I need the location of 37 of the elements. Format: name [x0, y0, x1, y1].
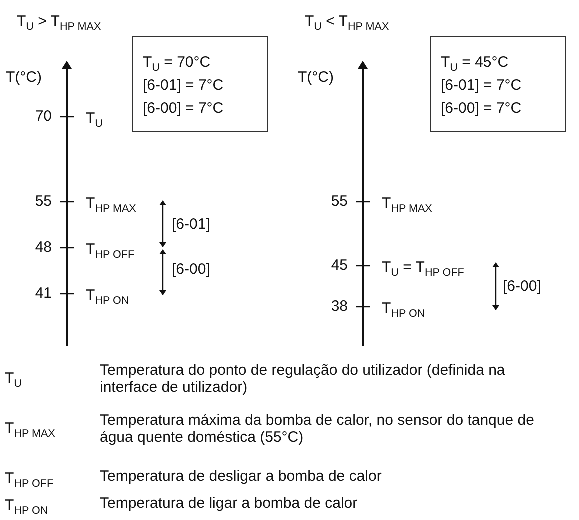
- axis-label: T(°C): [298, 69, 334, 86]
- parameter-label: [6-00]: [172, 261, 210, 278]
- parameter-value: [6-01] = 7°C: [441, 76, 522, 96]
- condition-title: T$_{U}$ < T$_{HP MAX}$: [305, 13, 390, 30]
- tick-value: 48: [35, 239, 52, 256]
- temperature-label: T$_{HP MAX}$: [382, 195, 432, 212]
- parameter-value: [6-00] = 7°C: [441, 99, 522, 119]
- temperature-label: T$_{U}$ = T$_{HP OFF}$: [382, 259, 464, 276]
- tick-value: 45: [331, 257, 348, 274]
- tick-value: 41: [35, 285, 52, 302]
- parameter-box: [430, 36, 566, 132]
- condition-title: T$_{U}$ > T$_{HP MAX}$: [17, 13, 102, 30]
- temperature-label: T$_{HP ON}$: [86, 287, 130, 304]
- tick-value: 55: [331, 193, 348, 210]
- parameter-label: [6-01]: [172, 216, 210, 233]
- axis-label: T(°C): [6, 69, 42, 86]
- symbol-label: T$_{HP ON}$: [5, 497, 48, 514]
- parameter-value: T$_{U}$ = 70°C: [143, 53, 211, 74]
- description-text: Temperatura do ponto de regulação do utilizador (definida na interface de utilizador): [100, 362, 506, 396]
- temperature-label: T$_{U}$: [86, 110, 103, 127]
- symbol-label: T$_{U}$: [5, 370, 22, 387]
- tick-value: 55: [35, 193, 52, 210]
- tick-value: 38: [331, 298, 348, 315]
- symbol-label: T$_{HP OFF}$: [5, 470, 54, 487]
- parameter-value: T$_{U}$ = 45°C: [441, 53, 509, 74]
- parameter-value: [6-00] = 7°C: [143, 99, 224, 119]
- symbol-label: T$_{HP MAX}$: [5, 420, 56, 437]
- parameter-label: [6-00]: [503, 278, 542, 295]
- description-text: Temperatura de ligar a bomba de calor: [100, 495, 359, 512]
- tick-value: 70: [35, 108, 52, 125]
- parameter-value: [6-01] = 7°C: [143, 76, 224, 96]
- parameter-box: [132, 36, 268, 132]
- temperature-label: T$_{HP OFF}$: [86, 241, 135, 258]
- temperature-label: T$_{HP MAX}$: [86, 195, 136, 212]
- description-text: Temperatura máxima da bomba de calor, no sensor do tanque de água quente doméstica (55°C): [100, 412, 536, 446]
- description-text: Temperatura de desligar a bomba de calor: [100, 468, 383, 485]
- temperature-label: T$_{HP ON}$: [382, 300, 426, 317]
